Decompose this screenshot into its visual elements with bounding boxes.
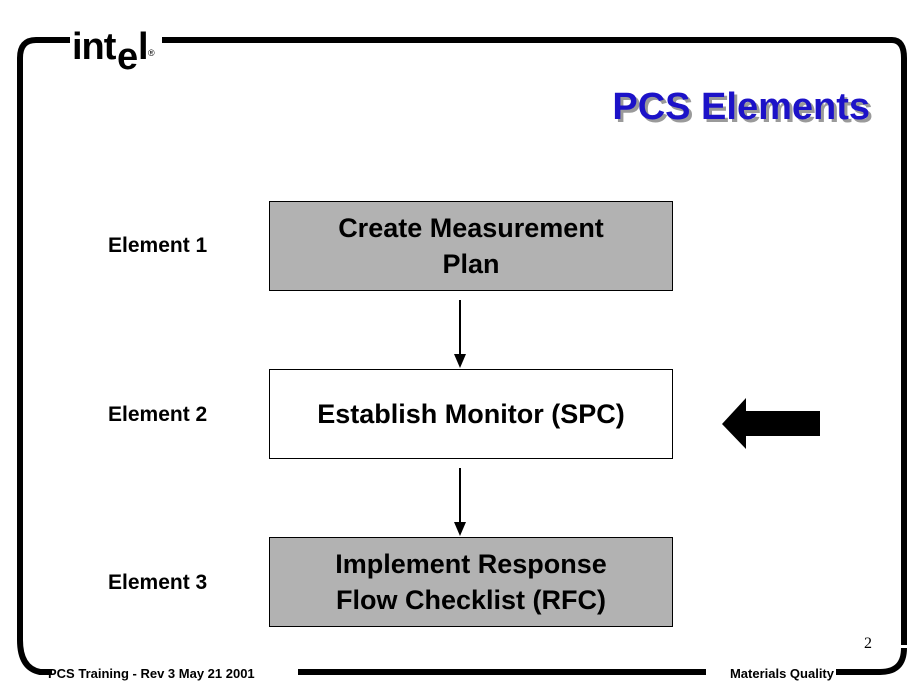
element-3-box: Implement Response Flow Checklist (RFC): [269, 537, 673, 627]
element-1-box: Create Measurement Plan: [269, 201, 673, 291]
element-3-label: Element 3: [108, 571, 208, 594]
logo-int: int: [72, 26, 116, 68]
down-arrow-1: [454, 300, 466, 368]
down-arrow-2: [454, 468, 466, 536]
element-2-label: Element 2: [108, 403, 208, 426]
element-2-box: Establish Monitor (SPC): [269, 369, 673, 459]
logo-e: e: [117, 36, 139, 78]
current-step-arrow-icon: [722, 398, 820, 449]
registered-mark: ®: [148, 48, 155, 58]
slide-title: PCS Elements: [612, 86, 870, 128]
intel-logo: int e l ®: [70, 18, 156, 78]
page-number: 2: [864, 635, 872, 652]
element-1-label: Element 1: [108, 234, 208, 257]
footer-right-text: Materials Quality: [729, 666, 834, 681]
footer-left-text: PCS Training - Rev 3 May 21 2001: [48, 666, 255, 681]
logo-l: l: [138, 26, 149, 68]
